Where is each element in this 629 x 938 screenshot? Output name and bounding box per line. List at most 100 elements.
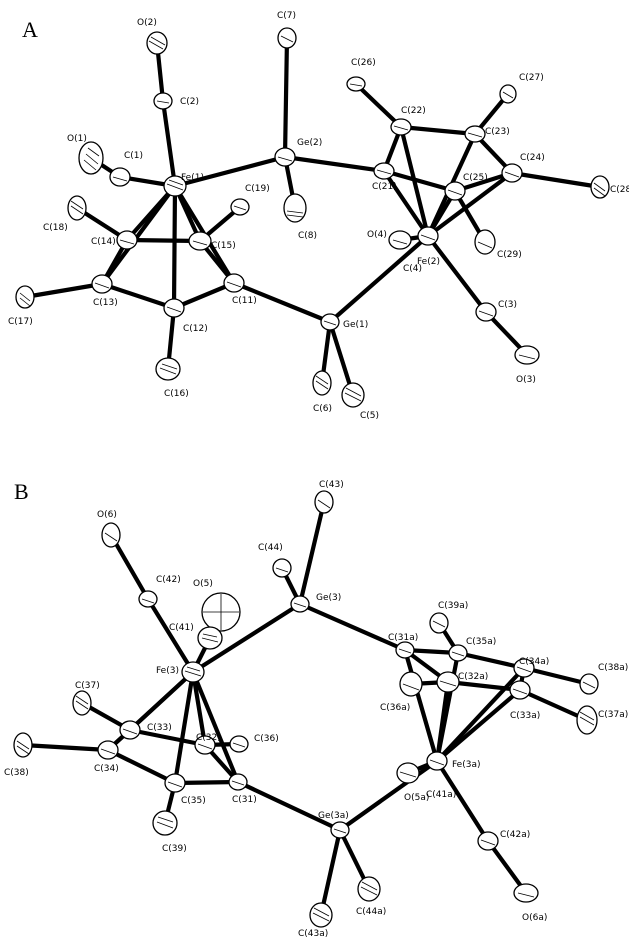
label-o6: O(6)	[97, 510, 117, 520]
label-fe3a: Fe(3a)	[452, 760, 481, 770]
atom-c26	[346, 76, 366, 92]
atom-c16	[155, 357, 181, 381]
label-c31: C(31)	[232, 795, 257, 805]
label-c19: C(19)	[245, 184, 270, 194]
atom-c8	[283, 193, 307, 223]
label-c24: C(24)	[520, 153, 545, 163]
atom-c31a	[395, 641, 415, 659]
atom-c32a	[436, 671, 460, 693]
panel-b: B	[4, 479, 628, 938]
labels-a: O(2) C(7) C(26) C(27) C(2) C(22) C(23) O…	[8, 11, 629, 421]
label-c15: C(15)	[211, 241, 236, 251]
label-c26: C(26)	[351, 58, 376, 68]
label-c32: C(32)	[196, 733, 221, 743]
atom-o1	[78, 141, 104, 175]
label-ge3: Ge(3)	[316, 593, 341, 603]
label-c44a: C(44a)	[356, 907, 386, 917]
label-c22: C(22)	[401, 106, 426, 116]
atom-o3	[514, 345, 540, 365]
atom-c36	[229, 735, 249, 753]
label-c35a: C(35a)	[466, 637, 496, 647]
label-c4: C(4)	[403, 264, 422, 274]
label-c43: C(43)	[319, 480, 344, 490]
atom-o5	[201, 592, 241, 632]
atoms-b	[13, 490, 599, 928]
atom-c19	[230, 198, 250, 216]
label-c34: C(34)	[94, 764, 119, 774]
label-c38a: C(38a)	[598, 663, 628, 673]
atom-c13	[91, 274, 113, 294]
label-c18: C(18)	[43, 223, 68, 233]
label-c31a: C(31a)	[388, 633, 418, 643]
label-c8: C(8)	[298, 231, 317, 241]
label-o1: O(1)	[67, 134, 87, 144]
atom-c38a	[579, 673, 599, 695]
label-c37a: C(37a)	[598, 710, 628, 720]
atom-c2	[153, 92, 173, 110]
label-c5: C(5)	[360, 411, 379, 421]
atom-c23	[464, 125, 486, 143]
atom-fe3	[181, 661, 205, 683]
panel-a: A	[8, 11, 629, 421]
atom-c24	[501, 163, 523, 183]
atom-c11	[223, 273, 245, 293]
label-c42a: C(42a)	[500, 830, 530, 840]
atom-c37	[72, 690, 92, 716]
label-c16: C(16)	[164, 389, 189, 399]
atom-o6	[101, 522, 121, 548]
label-c35: C(35)	[181, 796, 206, 806]
label-c21: C(21)	[372, 182, 397, 192]
panel-letter-a: A	[22, 17, 38, 42]
label-c1: C(1)	[124, 151, 143, 161]
atom-c22	[390, 118, 412, 136]
atom-c6	[312, 370, 332, 396]
atom-c34	[97, 740, 119, 760]
label-c7: C(7)	[277, 11, 296, 21]
atom-c25	[444, 181, 466, 201]
label-fe1: Fe(1)	[181, 173, 204, 183]
label-c36a: C(36a)	[380, 703, 410, 713]
atom-c1	[109, 167, 131, 187]
atom-o6a	[513, 883, 539, 903]
atom-c38	[13, 732, 33, 758]
label-c17: C(17)	[8, 317, 33, 327]
label-c13: C(13)	[93, 298, 118, 308]
label-c29: C(29)	[497, 250, 522, 260]
atom-ge3a	[330, 821, 350, 839]
label-c33: C(33)	[147, 723, 172, 733]
atom-c28	[590, 175, 610, 199]
atom-c43a	[309, 902, 333, 928]
label-c41: C(41)	[169, 623, 194, 633]
atom-o2	[146, 31, 168, 55]
atom-c39	[152, 810, 178, 836]
atom-o4	[388, 230, 412, 250]
label-c32a: C(32a)	[458, 672, 488, 682]
atom-c15	[188, 231, 212, 251]
label-o2: O(2)	[137, 18, 157, 28]
atom-ge2	[274, 147, 296, 167]
label-c41a: C(41a)	[426, 790, 456, 800]
label-c43a: C(43a)	[298, 929, 328, 938]
label-c3: C(3)	[498, 300, 517, 310]
atom-ge1	[320, 313, 340, 331]
atom-c14	[116, 230, 138, 250]
atom-c33a	[509, 680, 531, 700]
label-c2: C(2)	[180, 97, 199, 107]
label-c27: C(27)	[519, 73, 544, 83]
atom-c21	[373, 162, 395, 180]
atom-c17	[15, 285, 35, 309]
label-o6a: O(6a)	[522, 913, 547, 923]
atom-c42	[138, 590, 158, 608]
atom-c36a	[399, 671, 423, 697]
label-c44: C(44)	[258, 543, 283, 553]
atom-c41	[197, 626, 223, 650]
atom-c32	[194, 735, 216, 755]
atom-c39a	[429, 612, 449, 634]
label-ge2: Ge(2)	[297, 138, 322, 148]
label-o5a: O(5a)	[404, 793, 429, 803]
panel-letter-b: B	[14, 479, 29, 504]
label-ge3a: Ge(3a)	[318, 811, 349, 821]
label-c34a: C(34a)	[519, 657, 549, 667]
atom-fe1	[163, 175, 187, 197]
atom-c44	[272, 558, 292, 578]
